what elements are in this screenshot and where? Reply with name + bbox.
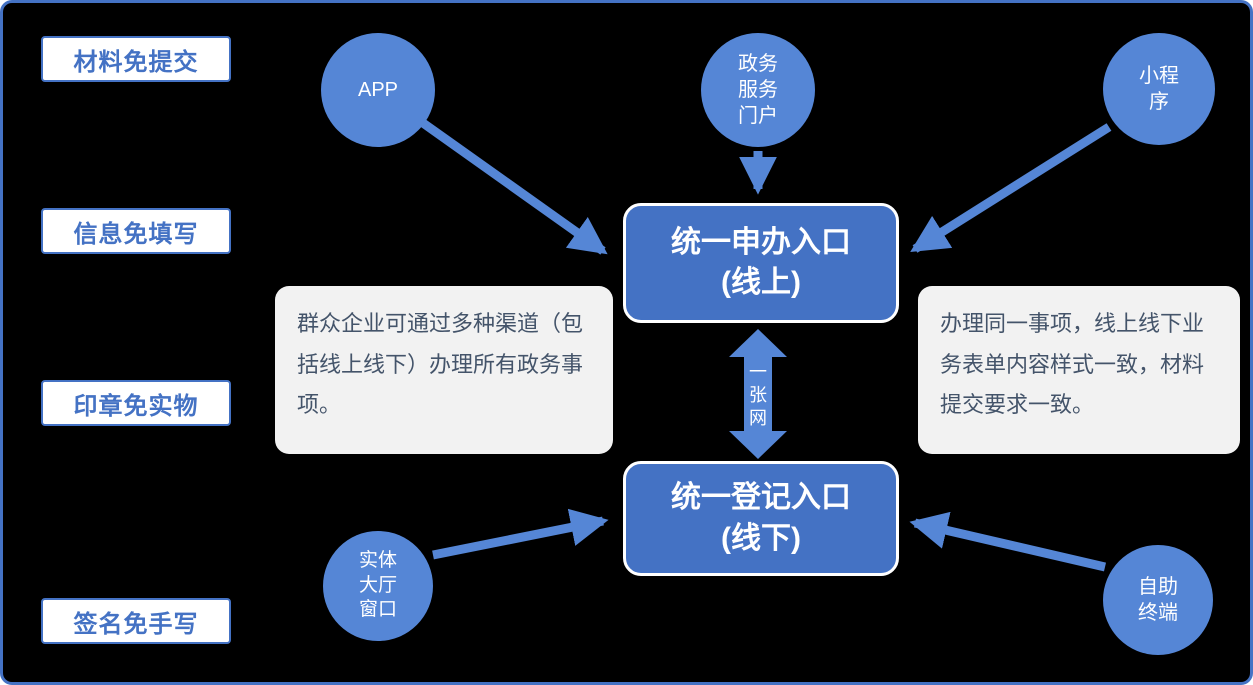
- one-network-char: 张: [749, 385, 767, 405]
- note-left-multi-channel: 群众企业可通过多种渠道（包括线上线下）办理所有政务事项。: [275, 286, 613, 454]
- online-entry-box: 统一申办入口 (线上): [623, 203, 899, 323]
- offline-entry-box: 统一登记入口 (线下): [623, 461, 899, 576]
- node-hall-line: 实体: [358, 549, 397, 571]
- note-right-text: 办理同一事项，线上线下业务表单内容样式一致，材料提交要求一致。: [940, 311, 1205, 418]
- one-network-char: 一: [749, 362, 767, 382]
- online-entry-subtitle: (线上): [721, 266, 801, 299]
- node-gov-service-portal: 政务 服务 门户: [701, 33, 815, 147]
- node-app: APP: [321, 33, 435, 147]
- arrow-miniprogram-to-online: [910, 123, 1112, 253]
- node-miniprogram: 小程 序: [1103, 33, 1215, 145]
- side-label-signature-exempt: 签名免手写: [41, 598, 231, 644]
- side-label-seal-exempt: 印章免实物: [41, 380, 231, 426]
- offline-entry-title: 统一登记入口: [671, 481, 851, 514]
- side-label-text: 印章免实物: [73, 392, 199, 420]
- arrow-terminal-to-offline: [909, 511, 1107, 572]
- arrow-hall-to-offline: [432, 508, 609, 560]
- node-portal-line: 门户: [738, 105, 778, 127]
- node-self-service-terminal: 自助 终端: [1103, 545, 1213, 655]
- side-label-text: 签名免手写: [73, 610, 199, 638]
- note-right-consistency: 办理同一事项，线上线下业务表单内容样式一致，材料提交要求一致。: [918, 286, 1240, 454]
- node-physical-hall-window: 实体 大厅 窗口: [323, 531, 433, 641]
- one-network-label: 一 张 网: [743, 361, 773, 430]
- node-miniprogram-line: 小程: [1139, 65, 1179, 87]
- note-left-text: 群众企业可通过多种渠道（包括线上线下）办理所有政务事项。: [297, 311, 584, 418]
- node-terminal-line: 终端: [1138, 602, 1178, 624]
- side-label-info-exempt: 信息免填写: [41, 208, 231, 254]
- node-hall-line: 窗口: [358, 599, 397, 621]
- side-label-text: 信息免填写: [73, 220, 199, 248]
- node-terminal-line: 自助: [1138, 576, 1178, 598]
- node-portal-line: 政务: [738, 53, 778, 75]
- one-network-char: 网: [749, 408, 767, 428]
- offline-entry-subtitle: (线下): [721, 521, 801, 555]
- node-app-label: APP: [357, 79, 399, 101]
- arrow-app-to-online: [420, 119, 608, 255]
- node-hall-line: 大厅: [358, 574, 397, 596]
- side-label-text: 材料免提交: [73, 48, 199, 76]
- node-miniprogram-line: 序: [1149, 91, 1169, 113]
- node-portal-line: 服务: [738, 79, 778, 101]
- online-entry-title: 统一申办入口: [671, 225, 851, 259]
- side-label-materials-exempt: 材料免提交: [41, 36, 231, 82]
